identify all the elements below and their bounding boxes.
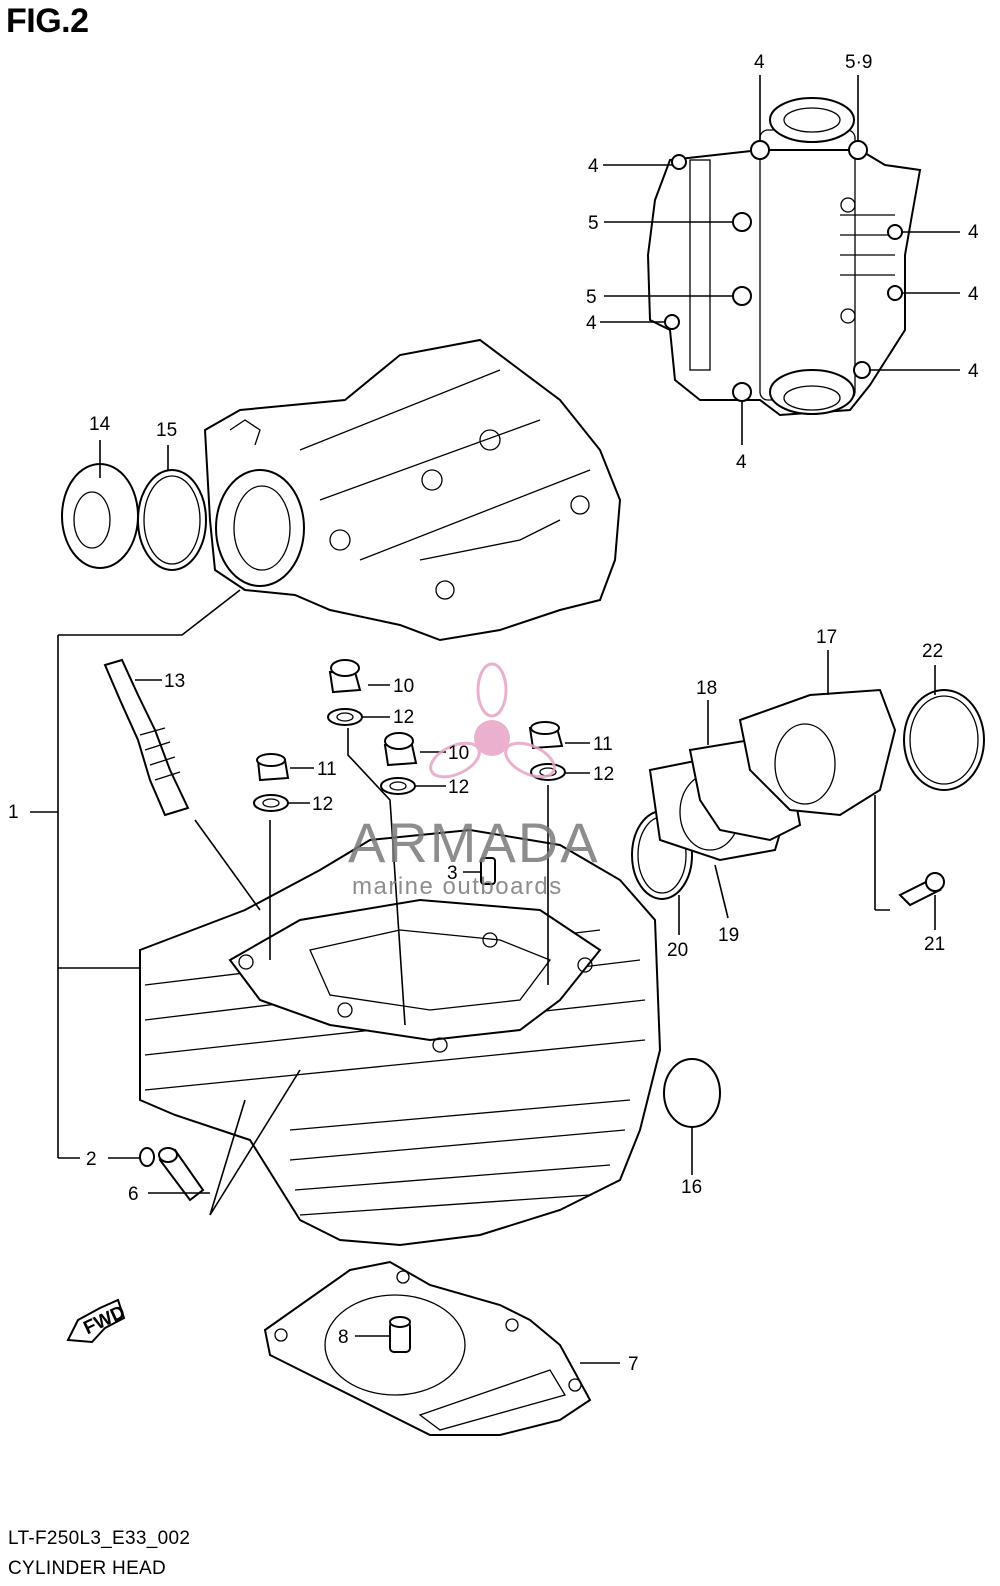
diagram-name: CYLINDER HEAD xyxy=(8,1558,167,1579)
callout-18: 18 xyxy=(696,678,717,699)
callout-5-9: 5·9 xyxy=(845,52,872,73)
head-top-view xyxy=(646,97,922,417)
callout-6: 6 xyxy=(128,1184,139,1205)
diagram-code: LT-F250L3_E33_002 xyxy=(8,1528,191,1549)
callout-17: 17 xyxy=(816,627,837,648)
callout-12-b: 12 xyxy=(448,777,469,798)
figure-title: FIG.2 xyxy=(6,2,89,40)
callout-7: 7 xyxy=(628,1354,639,1375)
callout-4-left-1: 4 xyxy=(588,156,599,177)
callout-11-a: 11 xyxy=(317,759,337,780)
callout-1: 1 xyxy=(8,802,19,823)
cylinder-gasket xyxy=(263,1260,592,1436)
callout-12-d: 12 xyxy=(593,764,614,785)
cylinder-head-casting xyxy=(203,338,622,642)
dowel-pin-and-oring xyxy=(139,1147,205,1202)
callout-5-b: 5 xyxy=(586,287,597,308)
callout-10-a: 10 xyxy=(393,676,414,697)
armada-logo xyxy=(429,662,556,779)
callout-22: 22 xyxy=(922,641,943,662)
o-ring-15 xyxy=(137,469,207,571)
intake-pipe-parts xyxy=(631,688,985,907)
callout-4-right-2: 4 xyxy=(968,284,979,305)
watermark-tagline: marine outboards xyxy=(352,873,563,900)
callout-4-top: 4 xyxy=(754,52,765,73)
callout-5-a: 5 xyxy=(588,213,599,234)
callout-20: 20 xyxy=(667,940,688,961)
cap-16 xyxy=(663,1058,721,1128)
callout-11-b: 11 xyxy=(593,734,613,755)
callout-4-left-2: 4 xyxy=(586,313,597,334)
callout-14: 14 xyxy=(89,414,111,435)
callout-labels: 1 2 3 4 5·9 4 5 5 4 4 4 4 4 6 7 8 10 10 … xyxy=(8,52,979,1375)
armada-watermark: ARMADA marine outboards xyxy=(348,662,600,900)
watermark-brand: ARMADA xyxy=(348,811,600,874)
callout-13: 13 xyxy=(164,671,185,692)
callout-4-right-1: 4 xyxy=(968,222,979,243)
callout-4-bottom: 4 xyxy=(736,452,747,473)
callout-10-b: 10 xyxy=(448,743,469,764)
callout-19: 19 xyxy=(718,925,739,946)
callout-2: 2 xyxy=(86,1149,97,1170)
callout-12-c: 12 xyxy=(312,794,333,815)
callout-21: 21 xyxy=(924,934,945,955)
leader-lines xyxy=(30,75,960,1364)
spark-plug xyxy=(103,658,190,817)
callout-8: 8 xyxy=(338,1327,349,1348)
callout-16: 16 xyxy=(681,1177,702,1198)
callout-4-right-3: 4 xyxy=(968,361,979,382)
callout-12-a: 12 xyxy=(393,707,414,728)
callout-3: 3 xyxy=(447,863,458,884)
dowel-pin-8 xyxy=(389,1316,411,1353)
fwd-arrow: FWD xyxy=(66,1298,129,1344)
pin-3 xyxy=(480,857,496,885)
callout-15: 15 xyxy=(156,420,177,441)
plug-14 xyxy=(61,463,139,569)
